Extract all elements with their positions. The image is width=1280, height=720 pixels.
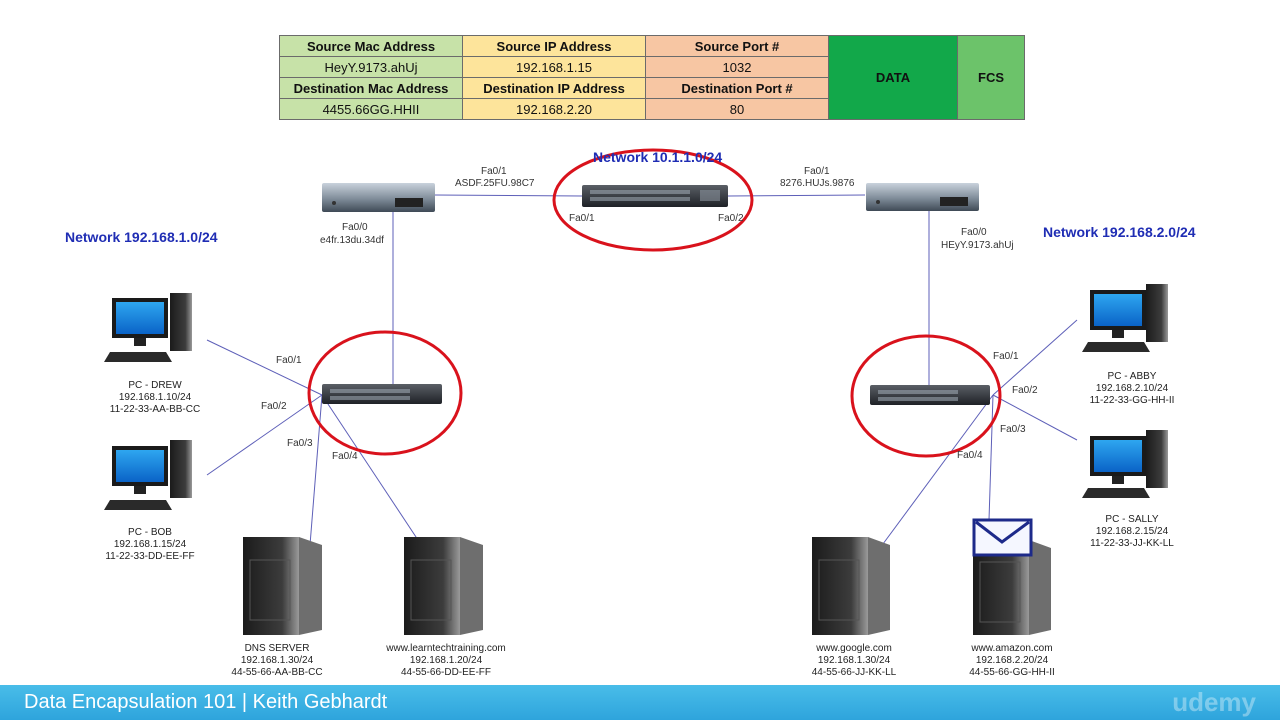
top-switch-port1-label: Fa0/1 <box>569 213 595 224</box>
right-router-fa01-mac: 8276.HUJs.9876 <box>780 178 855 189</box>
left-switch-highlight-circle <box>307 330 463 456</box>
google-server-icon <box>812 537 890 635</box>
pc-sally-caption: PC - SALLY 192.168.2.15/24 11-22-33-JJ-K… <box>1090 514 1174 549</box>
right-switch-port4-label: Fa0/4 <box>957 450 983 461</box>
dns-server-caption: DNS SERVER 192.168.1.30/24 44-55-66-AA-B… <box>231 643 323 678</box>
pc-sally-icon <box>1082 430 1168 498</box>
left-switch-port1-label: Fa0/1 <box>276 355 302 366</box>
src-port-header: Source Port # <box>645 35 829 57</box>
right-router-fa01-label: Fa0/1 <box>804 166 830 177</box>
envelope-icon <box>972 518 1033 557</box>
right-network-label: Network 192.168.2.0/24 <box>1043 224 1196 240</box>
amazon-server-caption: www.amazon.com 192.168.2.20/24 44-55-66-… <box>969 643 1055 678</box>
dst-port-header: Destination Port # <box>645 77 829 99</box>
pc-drew-caption: PC - DREW 192.168.1.10/24 11-22-33-AA-BB… <box>109 380 201 415</box>
src-mac-header: Source Mac Address <box>279 35 463 57</box>
dst-mac-value: 4455.66GG.HHII <box>279 98 463 120</box>
pc-bob-icon <box>104 440 192 510</box>
left-switch-port3-label: Fa0/3 <box>287 438 313 449</box>
pc-bob-caption: PC - BOB 192.168.1.15/24 11-22-33-DD-EE-… <box>105 527 195 562</box>
right-router-fa00-mac: HEyY.9173.ahUj <box>941 240 1014 251</box>
left-switch-port4-label: Fa0/4 <box>332 451 358 462</box>
udemy-watermark: udemy <box>1172 687 1256 717</box>
learntech-server-icon <box>404 537 483 635</box>
course-title: Data Encapsulation 101 | Keith Gebhardt <box>24 691 388 713</box>
right-switch-port3-label: Fa0/3 <box>1000 424 1026 435</box>
right-switch-port2-label: Fa0/2 <box>1012 385 1038 396</box>
src-ip-header: Source IP Address <box>462 35 646 57</box>
highlight-circles <box>307 148 1002 458</box>
pc-drew-icon <box>104 293 192 362</box>
google-server-caption: www.google.com 192.168.1.30/24 44-55-66-… <box>811 643 897 678</box>
fcs-cell: FCS <box>957 35 1025 120</box>
packet-header-table: Source Mac Address Source IP Address Sou… <box>279 35 1025 120</box>
left-network-label: Network 192.168.1.0/24 <box>65 229 218 245</box>
left-switch-port2-label: Fa0/2 <box>261 401 287 412</box>
dst-port-value: 80 <box>645 98 829 120</box>
topology-diagram <box>104 148 1168 635</box>
right-switch-highlight-circle <box>850 334 1002 458</box>
learntech-server-caption: www.learntechtraining.com 192.168.1.20/2… <box>386 643 506 678</box>
left-router-fa01-label: Fa0/1 <box>481 166 507 177</box>
dns-server-icon <box>243 537 322 635</box>
wan-network-label: Network 10.1.1.0/24 <box>593 149 723 165</box>
dst-mac-header: Destination Mac Address <box>279 77 463 99</box>
pc-abby-caption: PC - ABBY 192.168.2.10/24 11-22-33-GG-HH… <box>1089 371 1175 406</box>
footer-bar: Data Encapsulation 101 | Keith Gebhardt … <box>0 685 1280 720</box>
src-ip-value: 192.168.1.15 <box>462 56 646 78</box>
network-links <box>206 194 1078 549</box>
left-router-fa00-label: Fa0/0 <box>342 222 368 233</box>
left-router-fa00-mac: e4fr.13du.34df <box>320 235 384 246</box>
top-switch-port2-label: Fa0/2 <box>718 213 744 224</box>
top-switch-icon <box>582 185 728 207</box>
left-router-fa01-mac: ASDF.25FU.98C7 <box>455 178 535 189</box>
pc-abby-icon <box>1082 284 1168 352</box>
left-router-icon <box>322 183 435 212</box>
right-switch-icon <box>870 385 990 405</box>
right-router-fa00-label: Fa0/0 <box>961 227 987 238</box>
right-router-icon <box>866 183 979 211</box>
right-switch-port1-label: Fa0/1 <box>993 351 1019 362</box>
src-mac-value: HeyY.9173.ahUj <box>279 56 463 78</box>
data-cell: DATA <box>828 35 958 120</box>
top-switch-highlight-circle <box>552 148 754 252</box>
left-switch-icon <box>322 384 442 404</box>
